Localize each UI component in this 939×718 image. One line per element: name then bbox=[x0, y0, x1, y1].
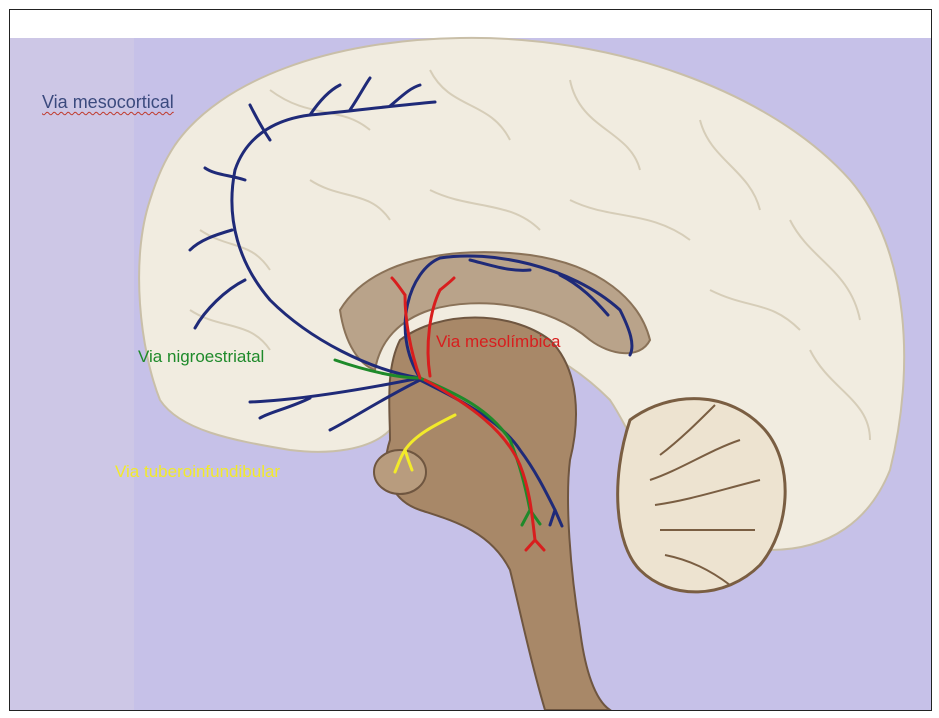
label-via-nigroestriatal: Via nigroestriatal bbox=[138, 347, 264, 367]
label-via-tuberoinfundibular: Via tuberoinfundibular bbox=[115, 462, 280, 482]
label-via-mesolimbica: Via mesolímbica bbox=[436, 332, 560, 352]
slide: Via mesocortical Via nigroestriatal Via … bbox=[9, 9, 932, 711]
label-via-mesocortical: Via mesocortical bbox=[42, 92, 174, 112]
